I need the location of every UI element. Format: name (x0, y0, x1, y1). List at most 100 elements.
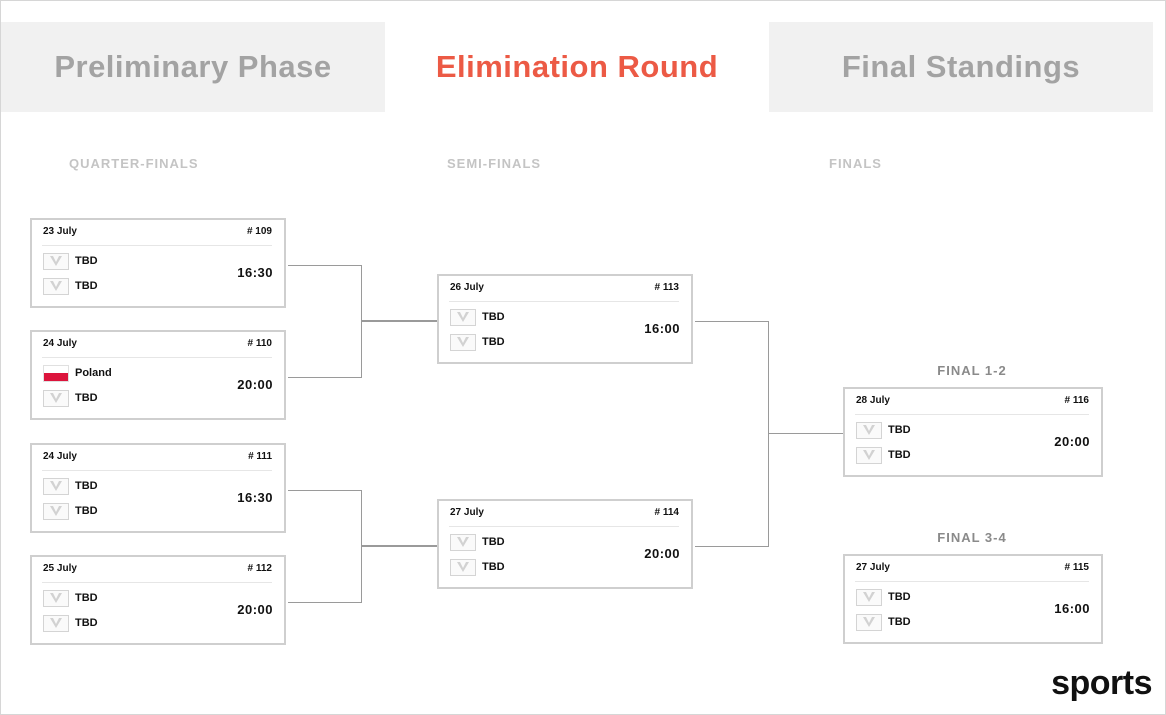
connector-line (768, 433, 843, 434)
team-row-away: TBD (43, 277, 98, 295)
match-number: # 113 (654, 282, 679, 293)
match-card-116[interactable]: 28 July # 116 TBD TBD 20:00 (843, 387, 1103, 477)
divider (42, 582, 272, 583)
divider (42, 245, 272, 246)
team-name: Poland (75, 367, 112, 379)
team-name: TBD (75, 617, 98, 629)
team-row-home: Poland (43, 364, 112, 382)
team-row-away: TBD (450, 333, 505, 351)
team-row-away: TBD (43, 614, 98, 632)
match-number: # 109 (246, 226, 272, 237)
top-strip (1, 1, 1153, 22)
tab-preliminary-phase[interactable]: Preliminary Phase (1, 22, 385, 112)
team-name: TBD (482, 336, 505, 348)
divider (42, 357, 272, 358)
team-name: TBD (75, 592, 98, 604)
volleyball-v-logo-icon (43, 477, 69, 495)
match-card-110[interactable]: 24 July # 110 Poland TBD 20:00 (30, 330, 286, 420)
match-date: 24 July (43, 451, 77, 462)
team-name: TBD (482, 536, 505, 548)
phase-tabs: Preliminary Phase Elimination Round Fina… (1, 22, 1153, 112)
connector-line (695, 546, 768, 547)
tab-elimination-round[interactable]: Elimination Round (385, 22, 769, 112)
volleyball-v-logo-icon (450, 308, 476, 326)
match-card-109[interactable]: 23 July # 109 TBD TBD 16:30 (30, 218, 286, 308)
connector-line (695, 321, 768, 322)
volleyball-v-logo-icon (856, 613, 882, 631)
team-name: TBD (482, 561, 505, 573)
match-time: 20:00 (1054, 434, 1090, 449)
volleyball-v-logo-icon (450, 333, 476, 351)
connector-line (361, 545, 437, 547)
connector-line (288, 490, 361, 491)
team-row-home: TBD (43, 589, 98, 607)
volleyball-v-logo-icon (43, 502, 69, 520)
match-number: # 110 (247, 338, 272, 349)
match-date: 27 July (450, 507, 484, 518)
team-name: TBD (75, 280, 98, 292)
team-name: TBD (888, 449, 911, 461)
team-row-away: TBD (43, 389, 98, 407)
team-name: TBD (888, 424, 911, 436)
divider (855, 414, 1089, 415)
tab-final-standings[interactable]: Final Standings (769, 22, 1153, 112)
match-number: # 111 (248, 451, 272, 462)
team-row-home: TBD (856, 588, 911, 606)
team-row-home: TBD (856, 421, 911, 439)
round-title-quarter-finals: QUARTER-FINALS (69, 156, 199, 171)
final-label-gold: FINAL 1-2 (937, 363, 1007, 378)
connector-line (288, 265, 361, 266)
match-time: 16:30 (237, 490, 273, 505)
divider (42, 470, 272, 471)
divider (449, 526, 679, 527)
match-date: 26 July (450, 282, 484, 293)
volleyball-v-logo-icon (856, 588, 882, 606)
team-name: TBD (888, 616, 911, 628)
match-date: 23 July (43, 226, 77, 237)
match-date: 27 July (856, 562, 890, 573)
match-card-113[interactable]: 26 July # 113 TBD TBD 16:00 (437, 274, 693, 364)
final-label-bronze: FINAL 3-4 (937, 530, 1007, 545)
team-row-away: TBD (43, 502, 98, 520)
match-number: # 114 (654, 507, 679, 518)
team-name: TBD (75, 480, 98, 492)
connector-line (288, 377, 361, 378)
sports-watermark-logo: sports (1051, 664, 1152, 702)
volleyball-v-logo-icon (43, 589, 69, 607)
match-time: 16:00 (644, 321, 680, 336)
volleyball-v-logo-icon (43, 277, 69, 295)
match-time: 20:00 (237, 602, 273, 617)
volleyball-v-logo-icon (43, 389, 69, 407)
divider (855, 581, 1089, 582)
team-row-away: TBD (856, 613, 911, 631)
volleyball-v-logo-icon (450, 558, 476, 576)
match-card-111[interactable]: 24 July # 111 TBD TBD 16:30 (30, 443, 286, 533)
round-title-finals: FINALS (829, 156, 882, 171)
team-name: TBD (75, 392, 98, 404)
match-time: 16:00 (1054, 601, 1090, 616)
team-row-away: TBD (450, 558, 505, 576)
match-card-115[interactable]: 27 July # 115 TBD TBD 16:00 (843, 554, 1103, 644)
match-time: 16:30 (237, 265, 273, 280)
divider (449, 301, 679, 302)
team-name: TBD (888, 591, 911, 603)
volleyball-v-logo-icon (43, 252, 69, 270)
volleyball-v-logo-icon (856, 421, 882, 439)
connector-line (361, 320, 437, 322)
match-card-114[interactable]: 27 July # 114 TBD TBD 20:00 (437, 499, 693, 589)
team-name: TBD (482, 311, 505, 323)
connector-line (288, 602, 361, 603)
match-number: # 112 (247, 563, 272, 574)
match-card-112[interactable]: 25 July # 112 TBD TBD 20:00 (30, 555, 286, 645)
volleyball-v-logo-icon (43, 614, 69, 632)
match-time: 20:00 (644, 546, 680, 561)
volleyball-v-logo-icon (450, 533, 476, 551)
team-row-away: TBD (856, 446, 911, 464)
match-date: 28 July (856, 395, 890, 406)
round-title-semi-finals: SEMI-FINALS (447, 156, 542, 171)
team-row-home: TBD (450, 308, 505, 326)
match-number: # 115 (1064, 562, 1089, 573)
match-date: 24 July (43, 338, 77, 349)
team-row-home: TBD (450, 533, 505, 551)
team-row-home: TBD (43, 252, 98, 270)
